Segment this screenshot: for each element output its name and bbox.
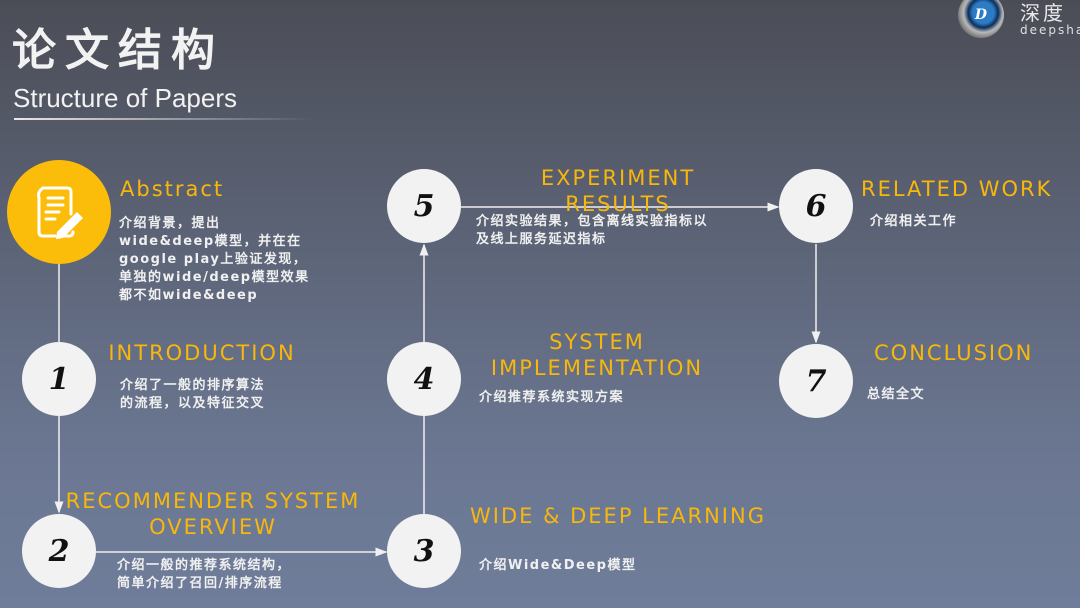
section-title-3: WIDE & DEEP LEARNING — [470, 504, 766, 528]
desc-line: 及线上服务延迟指标 — [476, 232, 607, 247]
logo-eye-icon: D — [958, 0, 1004, 38]
section-desc-1: 介绍了一般的排序算法 的流程，以及特征交叉 — [120, 377, 265, 413]
page-title: 论文结构 — [12, 25, 224, 76]
title-line: RESULTS — [565, 192, 671, 216]
section-desc-7: 总结全文 — [867, 386, 925, 404]
desc-line: 介绍一般的推荐系统结构， — [117, 558, 292, 573]
abstract-node — [7, 160, 111, 264]
section-node-5: 5 — [387, 169, 461, 243]
section-title-4: SYSTEM IMPLEMENTATION — [491, 329, 703, 381]
section-node-6: 6 — [779, 169, 853, 243]
desc-line: 介绍相关工作 — [870, 214, 958, 229]
section-desc-5: 介绍实验结果，包含离线实验指标以 及线上服务延迟指标 — [476, 213, 708, 249]
title-line: RECOMMENDER SYSTEM — [65, 489, 361, 513]
section-desc-3: 介绍Wide&Deep模型 — [479, 557, 637, 575]
page-subtitle: Structure of Papers — [13, 83, 237, 113]
title-line: OVERVIEW — [149, 515, 277, 539]
desc-line: 介绍了一般的排序算法 — [120, 378, 266, 393]
section-title-6: RELATED WORK — [861, 177, 1053, 201]
section-title-7: CONCLUSION — [874, 341, 1034, 365]
desc-line: google play上验证发现， — [119, 252, 308, 267]
desc-line: 单独的wide/deep模型效果 — [119, 270, 310, 285]
section-title-2: RECOMMENDER SYSTEM OVERVIEW — [66, 488, 361, 540]
desc-line: 总结全文 — [867, 387, 926, 402]
section-node-2: 2 — [22, 514, 96, 588]
section-node-3: 3 — [387, 514, 461, 588]
desc-line: 都不如wide&deep — [119, 288, 259, 303]
section-node-7: 7 — [779, 344, 853, 418]
section-desc-6: 介绍相关工作 — [870, 213, 957, 231]
section-node-4: 4 — [387, 342, 461, 416]
abstract-desc: 介绍背景，提出 wide&deep模型，并在在 google play上验证发现… — [119, 215, 310, 305]
logo-letter: D — [974, 7, 988, 23]
title-divider — [14, 118, 314, 120]
desc-line: 介绍实验结果，包含离线实验指标以 — [476, 214, 709, 229]
document-pen-icon — [37, 186, 83, 239]
desc-line: wide&deep模型，并在在 — [119, 234, 302, 249]
title-line: IMPLEMENTATION — [490, 356, 704, 380]
logo-text-cn: 深度 — [1020, 1, 1066, 25]
desc-line: 的流程，以及特征交叉 — [120, 396, 266, 411]
desc-line: 介绍Wide&Deep模型 — [479, 558, 637, 573]
section-desc-4: 介绍推荐系统实现方案 — [479, 389, 624, 407]
section-title-1: INTRODUCTION — [108, 341, 296, 365]
desc-line: 简单介绍了召回/排序流程 — [117, 576, 283, 591]
title-line: SYSTEM — [549, 330, 645, 354]
abstract-title: Abstract — [120, 177, 225, 201]
desc-line: 介绍背景，提出 — [119, 216, 221, 231]
title-line: EXPERIMENT — [540, 166, 696, 190]
desc-line: 介绍推荐系统实现方案 — [479, 390, 625, 405]
section-desc-2: 介绍一般的推荐系统结构， 简单介绍了召回/排序流程 — [117, 557, 291, 593]
section-title-5: EXPERIMENT RESULTS — [541, 165, 695, 217]
section-node-1: 1 — [22, 342, 96, 416]
logo-text-en: deepsha — [1020, 23, 1080, 37]
